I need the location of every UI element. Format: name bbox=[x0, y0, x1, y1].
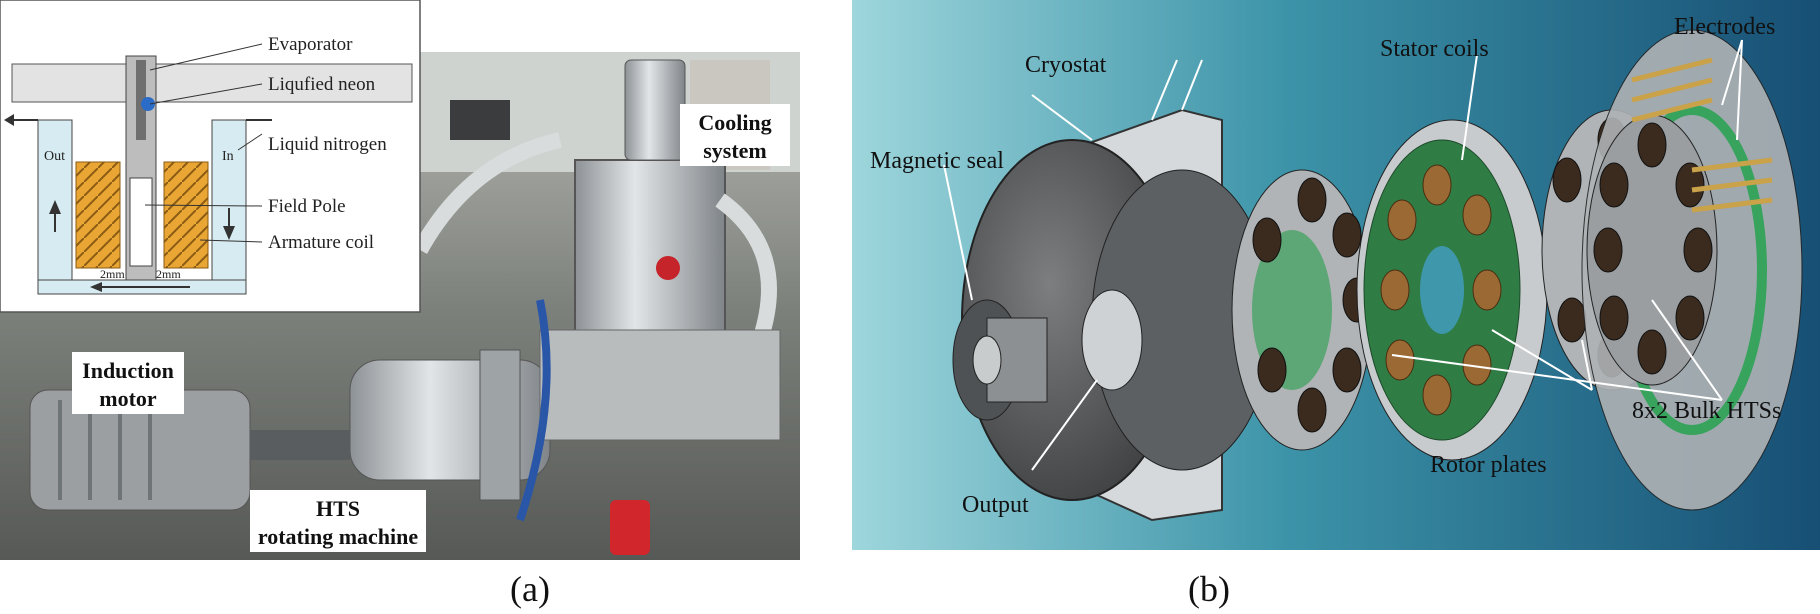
hts-label-box bbox=[250, 490, 426, 552]
cooling-cryocooler bbox=[624, 59, 686, 161]
label-cryostat: Cryostat bbox=[1025, 52, 1107, 78]
panel-b: Cryostat Stator coils Electrodes Magneti… bbox=[852, 0, 1820, 560]
panel-a-figure: Evaporator Liqufied neon Liquid nitrogen… bbox=[0, 0, 800, 560]
hts-flange bbox=[479, 349, 521, 501]
label-cooling-system-2: system bbox=[703, 138, 767, 163]
label-field-pole: Field Pole bbox=[268, 196, 346, 217]
red-valve bbox=[656, 256, 680, 280]
label-electrodes: Electrodes bbox=[1674, 14, 1775, 40]
label-cooling-system-1: Cooling bbox=[698, 110, 771, 135]
induction-label-box bbox=[72, 352, 184, 414]
label-gap-left: 2mm bbox=[100, 267, 125, 281]
label-stator-coils: Stator coils bbox=[1380, 36, 1489, 62]
lab-monitor bbox=[450, 100, 510, 140]
label-evaporator: Evaporator bbox=[268, 34, 353, 55]
cooling-label-box bbox=[680, 104, 790, 166]
field-pole-shape bbox=[129, 177, 153, 267]
caption-a: (a) bbox=[510, 569, 550, 609]
magnetic-seal-body bbox=[986, 317, 1048, 403]
cooling-pipe bbox=[413, 132, 562, 254]
label-liquified-neon: Liqufied neon bbox=[268, 74, 376, 95]
motor-shaft bbox=[250, 430, 350, 460]
stator-center-hole bbox=[1420, 246, 1464, 334]
magnetic-seal-bore bbox=[972, 335, 1002, 385]
cooling-system-frame bbox=[574, 159, 726, 351]
down-arrow-icon bbox=[223, 226, 235, 240]
label-gap-right: 2mm bbox=[156, 267, 181, 281]
label-induction-motor-2: motor bbox=[99, 386, 157, 411]
left-arrow-icon bbox=[90, 282, 102, 292]
label-magnetic-seal: Magnetic seal bbox=[870, 148, 1004, 174]
panel-a: Evaporator Liqufied neon Liquid nitrogen… bbox=[0, 0, 800, 560]
label-induction-motor-1: Induction bbox=[82, 358, 174, 383]
output-shaft bbox=[1081, 289, 1143, 391]
left-coil bbox=[75, 161, 121, 269]
out-arrow-icon bbox=[4, 114, 14, 126]
label-rotor-plates: Rotor plates bbox=[1430, 452, 1547, 478]
cooling-pipe-right bbox=[715, 193, 777, 343]
label-in: In bbox=[222, 149, 234, 164]
label-output: Output bbox=[962, 492, 1029, 518]
red-cylinder bbox=[610, 500, 650, 555]
panel-b-figure: Cryostat Stator coils Electrodes Magneti… bbox=[852, 0, 1820, 550]
right-coil bbox=[163, 161, 209, 269]
up-arrow-icon bbox=[49, 200, 61, 214]
label-bulk-htss: 8x2 Bulk HTSs bbox=[1632, 398, 1781, 424]
label-hts-1: HTS bbox=[316, 496, 360, 521]
label-armature-coil: Armature coil bbox=[268, 232, 374, 253]
ln2-right bbox=[211, 119, 247, 289]
label-out: Out bbox=[44, 149, 65, 164]
label-hts-2: rotating machine bbox=[258, 524, 419, 549]
inset-horizontal-pipe bbox=[11, 63, 413, 103]
machine-table bbox=[539, 329, 781, 441]
label-liquid-nitrogen: Liquid nitrogen bbox=[268, 134, 387, 155]
neon-channel bbox=[136, 60, 146, 140]
blue-hose bbox=[516, 299, 551, 522]
caption-b: (b) bbox=[1188, 569, 1230, 609]
neon-droplet bbox=[141, 97, 155, 111]
